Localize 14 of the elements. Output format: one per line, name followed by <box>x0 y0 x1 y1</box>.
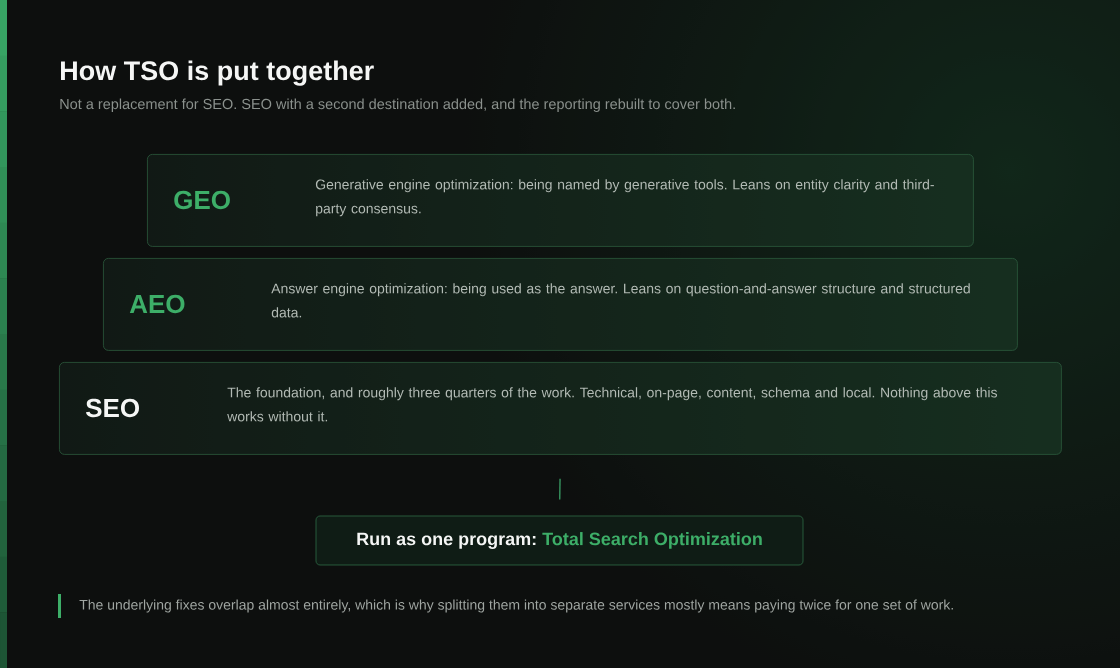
tier-description: Generative engine optimization: being named by generative tools. Leans on entity clarity and third-party consensus. <box>315 179 934 217</box>
tier-name: SEO <box>85 398 139 418</box>
tier-name: GEO <box>174 190 230 210</box>
connector-line <box>559 478 561 501</box>
title: How TSO is put together <box>61 60 374 86</box>
note: The underlying fixes overlap almost entirely, which is why splitting them into separate services mostly means paying twice for one set of work. <box>79 599 953 613</box>
tier-name: AEO <box>129 294 185 314</box>
program-box: Run as one program: Total Search Optimization <box>315 515 804 566</box>
tier-description: Answer engine optimization: being used as the answer. Leans on question-and-answer structure and structured data. <box>271 283 970 318</box>
tier-band <box>103 258 1018 351</box>
tier-band <box>59 362 1062 455</box>
tier-band <box>147 154 974 247</box>
subtitle: Not a replacement for SEO. SEO with a second destination added, and the reporting rebuilt to cover both. <box>60 98 735 112</box>
tier-description: The foundation, and roughly three quarters of the work. Technical, on-page, content, schema and local. Nothing above this works without it. <box>227 387 997 422</box>
